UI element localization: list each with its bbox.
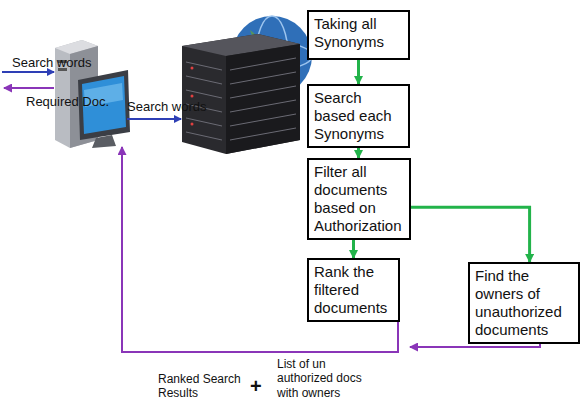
flow-arrow bbox=[411, 207, 530, 262]
annotation: Search words bbox=[12, 55, 122, 71]
box-text: Find the owners of unauthorized document… bbox=[475, 267, 573, 339]
flow-arrow bbox=[357, 148, 360, 158]
box-text: Search based each Synonyms bbox=[314, 89, 403, 143]
process-box: Search based each Synonyms bbox=[307, 84, 410, 148]
server-rack bbox=[182, 34, 300, 154]
process-box: Taking all Synonyms bbox=[307, 10, 410, 60]
box-text: Filter all documents based on Authorizat… bbox=[314, 163, 404, 235]
process-box: Find the owners of unauthorized document… bbox=[468, 262, 580, 344]
request-arrow bbox=[127, 118, 181, 120]
input-arrow bbox=[2, 71, 54, 73]
process-box: Rank the filtered documents bbox=[307, 258, 400, 322]
annotation: Ranked Search Results bbox=[158, 372, 248, 401]
output-arrow bbox=[4, 87, 54, 89]
flow-arrow bbox=[352, 240, 355, 258]
plus-sign: + bbox=[250, 374, 270, 398]
annotation: Search words bbox=[127, 99, 227, 115]
box-text: Taking all Synonyms bbox=[314, 15, 403, 51]
annotation: List of un authorized docs with owners bbox=[277, 357, 377, 400]
process-box: Filter all documents based on Authorizat… bbox=[307, 158, 411, 240]
flow-arrow bbox=[357, 60, 360, 84]
box-text: Rank the filtered documents bbox=[314, 263, 393, 317]
annotation: Required Doc. bbox=[26, 94, 136, 110]
